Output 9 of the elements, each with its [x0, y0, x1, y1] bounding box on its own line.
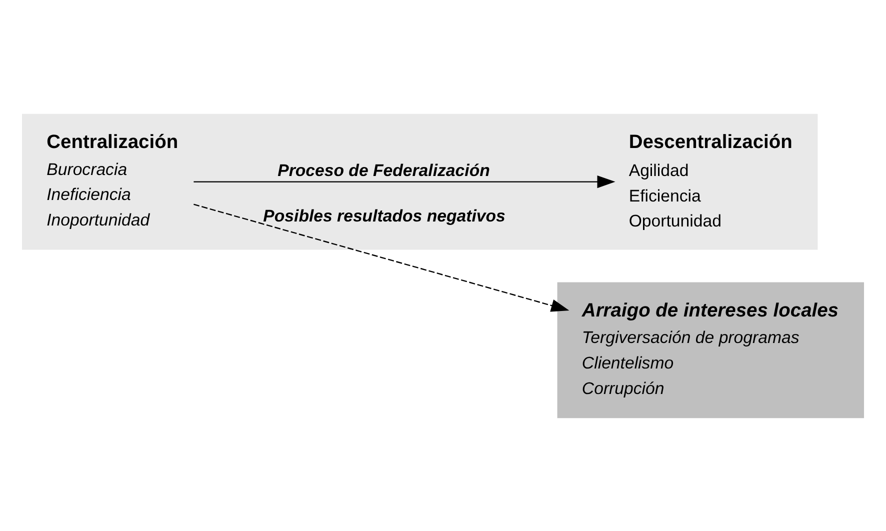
- edge-label: Posibles resultados negativos: [263, 206, 506, 226]
- arrow: [194, 203, 570, 312]
- node-text: Centralización Burocracia Ineficiencia Inoportunidad: [46, 131, 178, 229]
- cluster: [557, 282, 864, 418]
- cluster: [22, 113, 818, 250]
- node-text: Arraigo de intereses locales Tergiversación de programas Clientelismo Corrupción: [582, 300, 839, 398]
- node-text: Descentralización Agilidad Eficiencia Oportunidad: [628, 131, 792, 230]
- edge-label: Proceso de Federalización: [278, 160, 490, 180]
- arrow: [194, 174, 616, 188]
